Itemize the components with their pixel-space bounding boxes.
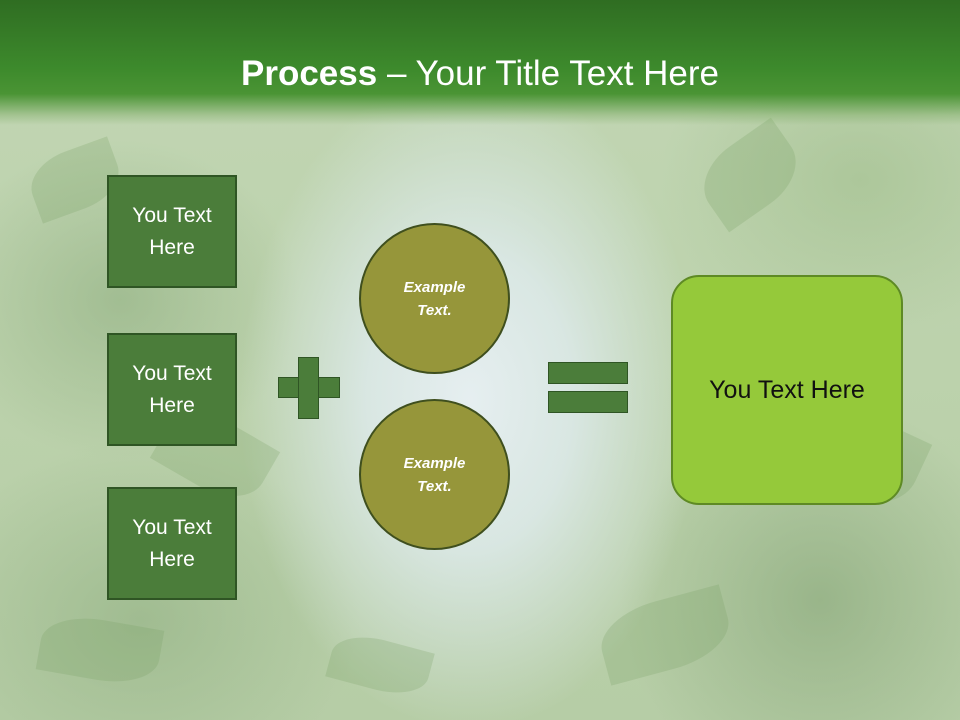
text-box-3[interactable]: You Text Here <box>107 487 237 600</box>
text-box-label: You Text Here <box>132 515 212 571</box>
equals-bar-bottom <box>548 391 628 413</box>
text-box-label: You Text Here <box>132 361 212 417</box>
circle-label: Example Text. <box>403 454 466 495</box>
plus-icon <box>278 357 340 419</box>
text-box-2[interactable]: You Text Here <box>107 333 237 446</box>
title-rest: – Your Title Text Here <box>377 54 719 93</box>
circle-label: Example Text. <box>403 278 466 319</box>
slide-title: Process – Your Title Text Here <box>0 52 960 96</box>
title-bar <box>0 0 960 125</box>
result-label: You Text Here <box>709 375 865 404</box>
equals-bar-top <box>548 362 628 384</box>
text-box-label: You Text Here <box>132 203 212 259</box>
result-box[interactable]: You Text Here <box>671 275 903 505</box>
example-circle-2[interactable]: Example Text. <box>359 399 510 550</box>
title-bold: Process <box>241 54 378 93</box>
text-box-1[interactable]: You Text Here <box>107 175 237 288</box>
example-circle-1[interactable]: Example Text. <box>359 223 510 374</box>
